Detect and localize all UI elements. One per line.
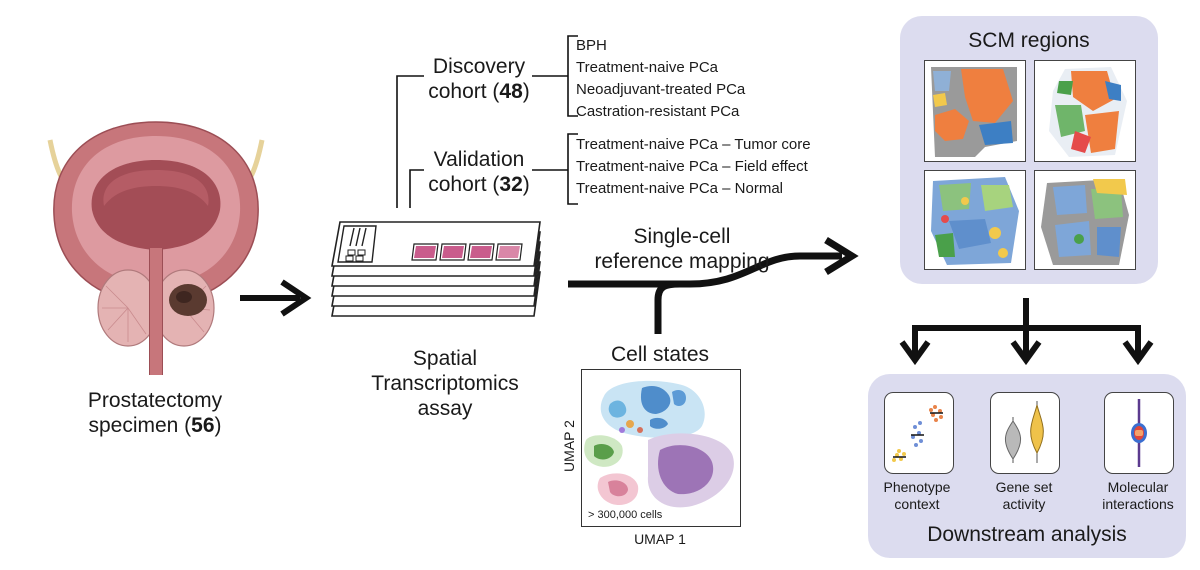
- discovery-group-item: Castration-resistant PCa: [576, 103, 740, 120]
- downstream-item-line1: Phenotype: [883, 479, 951, 495]
- validation-cohort-label: Validation cohort (32): [420, 147, 538, 197]
- assay-line2: Transcriptomics: [371, 372, 519, 395]
- violin-plot-icon: [1005, 401, 1044, 463]
- phenotype-context-label: Phenotype context: [870, 479, 964, 513]
- mapping-line1: Single-cell: [633, 225, 731, 248]
- discovery-group-item: Treatment-naive PCa: [576, 59, 719, 76]
- cell-states-title: Cell states: [610, 343, 710, 366]
- scm-map-1: [931, 67, 1017, 157]
- scm-map-3: [931, 177, 1019, 265]
- scm-map-thumb: [1034, 60, 1136, 162]
- scm-regions-title: SCM regions: [968, 29, 1090, 52]
- downstream-item-line2: activity: [1002, 496, 1046, 512]
- specimen-label: Prostatectomy specimen (56): [60, 388, 250, 438]
- molecular-interactions-label: Molecular interactions: [1090, 479, 1186, 513]
- cohort-bracket: [396, 35, 578, 208]
- discovery-line1: Discovery: [432, 55, 526, 78]
- discovery-prefix: cohort (: [428, 80, 500, 103]
- umap-cell-count: > 300,000 cells: [588, 509, 663, 521]
- umap-clusters: [584, 380, 734, 508]
- validation-prefix: cohort (: [428, 173, 500, 196]
- prostate-illustration: [47, 121, 265, 375]
- scm-map-thumb: [1034, 170, 1136, 270]
- discovery-group-item: BPH: [576, 37, 607, 54]
- downstream-item-line2: context: [894, 496, 940, 512]
- discovery-group-item: Neoadjuvant-treated PCa: [576, 81, 746, 98]
- downstream-item-line1: Molecular: [1107, 479, 1169, 495]
- downstream-item-line2: interactions: [1102, 496, 1174, 512]
- validation-group-item: Treatment-naive PCa – Field effect: [576, 158, 808, 175]
- slide-stack-icon: [331, 221, 541, 317]
- scm-map-4: [1041, 179, 1129, 265]
- specimen-line1: Prostatectomy: [87, 389, 223, 412]
- scm-map-thumb: [924, 170, 1026, 270]
- phenotype-context-card: [884, 392, 954, 474]
- gene-set-activity-label: Gene set activity: [977, 479, 1071, 513]
- molecular-interactions-card: [1104, 392, 1174, 474]
- umap-y-axis-label: UMAP 2: [561, 420, 577, 472]
- downstream-title: Downstream analysis: [927, 523, 1127, 546]
- validation-group-list: Treatment-naive PCa – Tumor core Treatme…: [576, 134, 811, 200]
- validation-suffix: ): [522, 173, 530, 196]
- arrow-specimen-to-assay: [240, 279, 312, 317]
- specimen-prefix: specimen (: [88, 414, 192, 437]
- receptor-ligand-icon: [1131, 399, 1147, 467]
- scm-map-thumb: [924, 60, 1026, 162]
- arrow-mapping-to-scm: [568, 237, 859, 334]
- scm-map-2: [1049, 67, 1127, 157]
- mapping-line2: reference mapping: [594, 250, 770, 273]
- assay-line1: Spatial: [412, 347, 478, 370]
- assay-label: Spatial Transcriptomics assay: [370, 346, 520, 421]
- discovery-cohort-label: Discovery cohort (48): [420, 54, 538, 104]
- discovery-group-list: BPH Treatment-naive PCa Neoadjuvant-trea…: [576, 35, 745, 123]
- slide: [331, 221, 541, 267]
- umap-plot: > 300,000 cells: [581, 369, 741, 527]
- phenotype-dotplot-icon: [892, 405, 943, 462]
- validation-group-item: Treatment-naive PCa – Tumor core: [576, 136, 811, 153]
- validation-count: 32: [499, 173, 523, 196]
- validation-line1: Validation: [433, 148, 525, 171]
- specimen-suffix: ): [214, 414, 222, 437]
- mapping-label: Single-cell reference mapping: [572, 224, 792, 274]
- umap-x-axis-label: UMAP 1: [634, 531, 686, 547]
- discovery-count: 48: [499, 80, 523, 103]
- validation-group-item: Treatment-naive PCa – Normal: [576, 180, 784, 197]
- specimen-count: 56: [191, 414, 215, 437]
- assay-line3: assay: [417, 397, 473, 420]
- discovery-suffix: ): [522, 80, 530, 103]
- gene-set-activity-card: [990, 392, 1060, 474]
- arrow-scm-to-downstream: [899, 298, 1154, 366]
- downstream-item-line1: Gene set: [995, 479, 1053, 495]
